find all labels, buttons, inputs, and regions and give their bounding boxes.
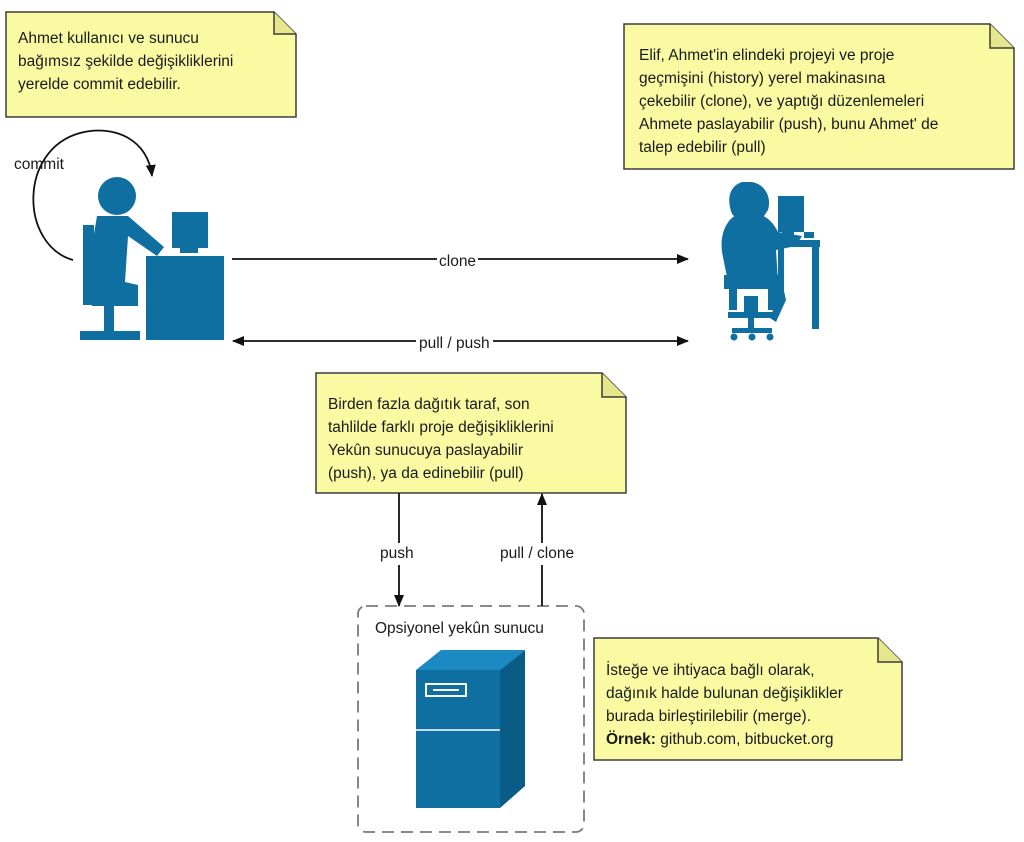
note-elif-shape bbox=[623, 23, 1015, 170]
note-central: Birden fazla dağıtık taraf, son tahlilde… bbox=[328, 393, 554, 485]
note-line: Yekûn sunucuya paslayabilir bbox=[328, 442, 524, 459]
note-line: Elif, Ahmet'in elindeki projeyi ve proje bbox=[639, 47, 895, 64]
note-elif: Elif, Ahmet'in elindeki projeyi ve proje… bbox=[639, 44, 938, 159]
note-ahmet-shape bbox=[5, 11, 297, 118]
note-line: (push), ya da edinebilir (pull) bbox=[328, 465, 524, 482]
note-line: çekebilir (clone), ve yaptığı düzenlemel… bbox=[639, 93, 925, 110]
user-at-desk-icon bbox=[721, 182, 820, 341]
note-line: bağımsız şekilde değişikliklerini bbox=[18, 53, 234, 70]
server-tower-icon bbox=[416, 650, 525, 808]
note-line: İsteğe ve ihtiyaca bağlı olarak, bbox=[606, 662, 815, 679]
commit-loop-arrow bbox=[32, 129, 156, 261]
clone-label: clone bbox=[437, 253, 479, 271]
note-ahmet: Ahmet kullanıcı ve sunucu bağımsız şekil… bbox=[18, 27, 233, 96]
note-merge: İsteğe ve ihtiyaca bağlı olarak, dağınık… bbox=[606, 659, 843, 751]
pull-push-label: pull / push bbox=[416, 335, 493, 353]
note-line: Birden fazla dağıtık taraf, son bbox=[328, 396, 530, 413]
commit-label: commit bbox=[14, 156, 64, 173]
server-title: Opsiyonel yekûn sunucu bbox=[375, 620, 544, 637]
note-line: tahlilde farklı proje değişikliklerini bbox=[328, 419, 554, 436]
note-line: yerelde commit edebilir. bbox=[18, 76, 181, 93]
note-line: Ahmet kullanıcı ve sunucu bbox=[18, 30, 199, 47]
server-container bbox=[357, 605, 585, 833]
note-example: Örnek: github.com, bitbucket.org bbox=[606, 728, 843, 751]
example-value: github.com, bitbucket.org bbox=[655, 731, 834, 748]
note-central-shape bbox=[315, 372, 627, 494]
note-line: talep edebilir (pull) bbox=[639, 139, 766, 156]
user-at-desk-icon bbox=[80, 177, 224, 340]
note-line: burada birleştirilebilir (merge). bbox=[606, 708, 812, 725]
pull-clone-label: pull / clone bbox=[498, 543, 577, 565]
push-label: push bbox=[378, 543, 416, 565]
note-line: dağınık halde bulunan değişiklikler bbox=[606, 685, 843, 702]
example-label: Örnek: bbox=[606, 731, 656, 748]
note-line: geçmişini (history) yerel makinasına bbox=[639, 70, 886, 87]
note-line: Ahmete paslayabilir (push), bunu Ahmet' … bbox=[639, 116, 939, 133]
note-merge-shape bbox=[593, 637, 903, 761]
